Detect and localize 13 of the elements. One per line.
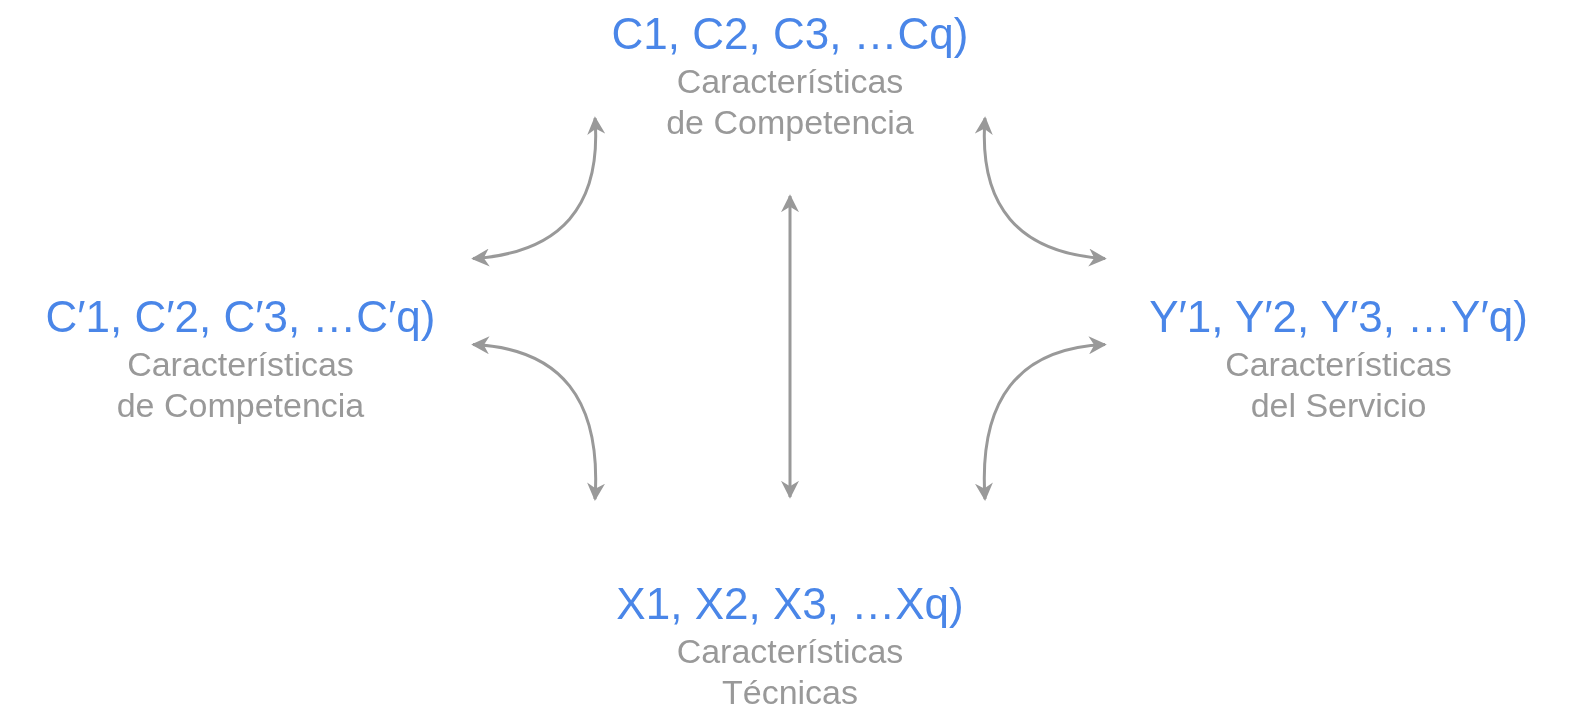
double-headed-arrow [781,194,799,499]
category-label: Características de Competencia [115,344,366,426]
category-label: Características de Competencia [665,61,915,143]
variable-list: C′1, C′2, C′3, …C′q) [45,289,436,345]
variable-list: Y′1, Y′2, Y′3, …Y′q) [1149,289,1528,345]
variable-list: C1, C2, C3, …Cq) [611,6,969,61]
variable-list: X1, X2, X3, …Xq) [616,576,964,632]
double-headed-arrow [471,116,605,266]
category-label: Características Técnicas [675,631,905,713]
double-headed-arrow [471,337,605,501]
category-label: Características del Servicio [1224,344,1453,426]
double-headed-arrow [975,337,1107,501]
double-headed-arrow [975,116,1107,266]
